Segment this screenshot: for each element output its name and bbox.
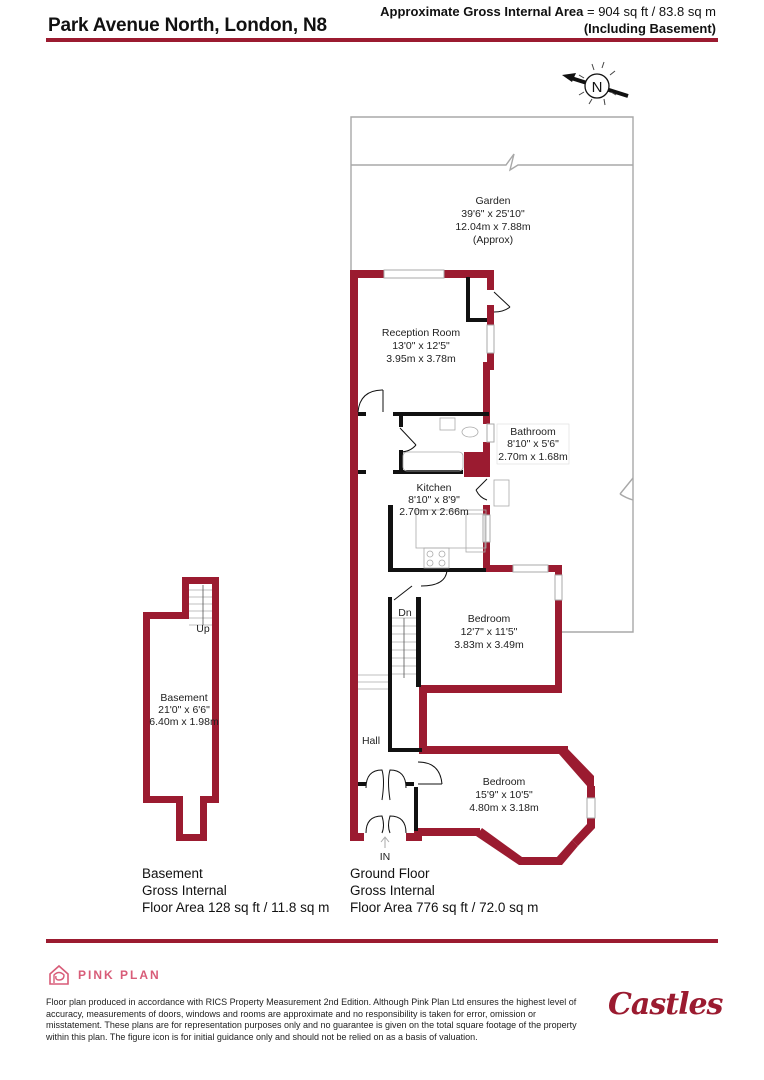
pink-plan-brand: PINK PLAN bbox=[78, 968, 161, 982]
svg-text:39'6" x 25'10": 39'6" x 25'10" bbox=[461, 208, 525, 220]
basement-walls bbox=[143, 577, 219, 841]
room-label-basement: Basement 21'0" x 6'6" 6.40m x 1.98m bbox=[149, 692, 219, 728]
svg-text:(Approx): (Approx) bbox=[473, 234, 513, 246]
floor-plan: N bbox=[143, 61, 634, 865]
gross-area-note: (Including Basement) bbox=[583, 21, 716, 36]
entrance-arrow-icon bbox=[380, 836, 390, 848]
ground-floor-area-note: Ground Floor Gross Internal Floor Area 7… bbox=[350, 866, 539, 915]
doors bbox=[357, 291, 511, 834]
fixtures bbox=[402, 417, 510, 569]
svg-text:3.83m x 3.49m: 3.83m x 3.49m bbox=[454, 639, 524, 651]
svg-text:Kitchen: Kitchen bbox=[416, 482, 451, 494]
basement-area-note: Basement Gross Internal Floor Area 128 s… bbox=[142, 866, 330, 915]
svg-text:6.40m x 1.98m: 6.40m x 1.98m bbox=[149, 716, 219, 728]
stairs-down-label: Dn bbox=[398, 607, 412, 619]
room-label-bathroom: Bathroom 8'10" x 5'6" 2.70m x 1.68m bbox=[496, 423, 570, 465]
svg-text:12'7" x 11'5": 12'7" x 11'5" bbox=[461, 626, 518, 638]
ground-floor-walls bbox=[350, 270, 595, 865]
footer-divider bbox=[46, 939, 718, 943]
svg-text:Reception Room: Reception Room bbox=[382, 327, 460, 339]
windows bbox=[383, 269, 596, 819]
svg-text:Bedroom: Bedroom bbox=[483, 776, 526, 788]
gross-area-label: Approximate Gross Internal Area bbox=[380, 4, 584, 19]
header-divider bbox=[46, 38, 718, 42]
svg-text:2.70m x 1.68m: 2.70m x 1.68m bbox=[498, 451, 568, 463]
svg-text:3.95m x 3.78m: 3.95m x 3.78m bbox=[386, 353, 456, 365]
svg-text:15'9" x 10'5": 15'9" x 10'5" bbox=[475, 789, 533, 801]
room-label-reception: Reception Room 13'0" x 12'5" 3.95m x 3.7… bbox=[382, 327, 460, 365]
svg-text:Garden: Garden bbox=[475, 195, 510, 207]
room-label-bedroom-1: Bedroom 12'7" x 11'5" 3.83m x 3.49m bbox=[454, 613, 524, 651]
stairs-down bbox=[358, 617, 416, 690]
room-label-hall: Hall bbox=[362, 735, 380, 747]
svg-text:4.80m x 3.18m: 4.80m x 3.18m bbox=[469, 802, 539, 814]
pink-plan-house-icon bbox=[49, 964, 69, 985]
svg-text:8'10" x 5'6": 8'10" x 5'6" bbox=[507, 438, 559, 450]
property-address-title: Park Avenue North, London, N8 bbox=[48, 15, 327, 36]
room-label-kitchen: Kitchen 8'10" x 8'9" 2.70m x 2.66m bbox=[399, 482, 469, 518]
stairs-up-label: Up bbox=[196, 623, 210, 635]
room-label-garden: Garden 39'6" x 25'10" 12.04m x 7.88m (Ap… bbox=[455, 195, 531, 246]
basement-stairs bbox=[189, 585, 212, 626]
svg-text:8'10" x 8'9": 8'10" x 8'9" bbox=[408, 494, 460, 506]
svg-text:21'0" x 6'6": 21'0" x 6'6" bbox=[158, 704, 210, 716]
castles-agent-logo: Castles bbox=[608, 987, 723, 1022]
room-label-bedroom-2: Bedroom 15'9" x 10'5" 4.80m x 3.18m bbox=[469, 776, 539, 814]
svg-text:N: N bbox=[592, 79, 603, 96]
pink-plan-logo: PINK PLAN bbox=[48, 964, 161, 986]
svg-text:Basement: Basement bbox=[160, 692, 207, 704]
svg-text:2.70m x 2.66m: 2.70m x 2.66m bbox=[399, 506, 469, 518]
gross-area-summary: Approximate Gross Internal Area = 904 sq… bbox=[380, 3, 716, 37]
interior-walls bbox=[358, 277, 489, 831]
svg-text:Bedroom: Bedroom bbox=[468, 613, 511, 625]
north-compass-icon: N bbox=[562, 61, 629, 106]
garden-outline bbox=[350, 116, 634, 633]
entrance-label: IN bbox=[380, 851, 391, 863]
disclaimer-text: Floor plan produced in accordance with R… bbox=[46, 997, 577, 1042]
svg-text:13'0" x 12'5": 13'0" x 12'5" bbox=[392, 340, 450, 352]
gross-area-value: = 904 sq ft / 83.8 sq m bbox=[587, 4, 716, 19]
svg-text:Bathroom: Bathroom bbox=[510, 426, 556, 438]
svg-text:12.04m x 7.88m: 12.04m x 7.88m bbox=[455, 221, 531, 233]
